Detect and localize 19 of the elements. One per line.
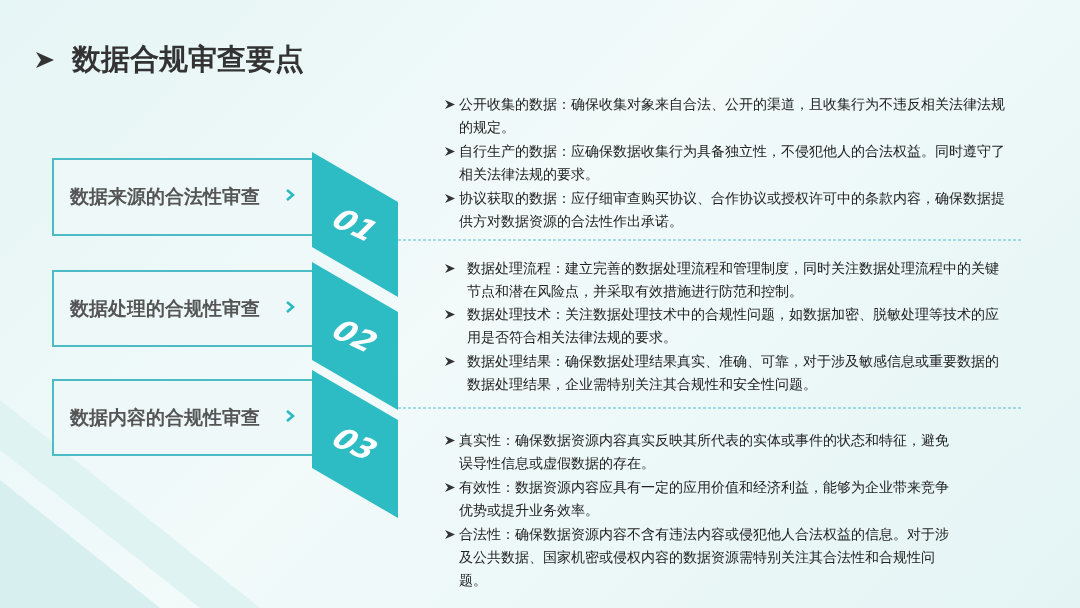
slide-title: 数据合规审查要点 [72, 41, 304, 78]
heading-box [52, 379, 314, 456]
bullet-text: 协议获取的数据：应仔细审查购买协议、合作协议或授权许可中的条款内容，确保数据提供方对数据资源的合法性作出承诺。 [459, 189, 1006, 231]
box-heading: 数据来源的合法性审查 [70, 184, 260, 209]
bullet-text: 数据处理结果：确保数据处理结果真实、准确、可靠，对于涉及敏感信息或重要数据的数据处理结果，企业需特别关注其合规性和安全性问题。 [467, 352, 1000, 394]
bullet-text: 数据处理技术：关注数据处理技术中的合规性问题，如数据加密、脱敏处理等技术的应用是否符合相关法律法规的要求。 [467, 305, 1000, 347]
bullet-text: 自行生产的数据：应确保数据收集行为具备独立性，不侵犯他人的合法权益。同时遵守了相关法律法规的要求。 [459, 142, 1006, 184]
box-heading: 数据内容的合规性审查 [70, 404, 260, 430]
heading-box [52, 158, 314, 236]
bullet-text: 合法性：确保数据资源内容不含有违法内容或侵犯他人合法权益的信息。对于涉及公共数据、国家机密或侵权内容的数据资源需特别关注其合法性和合规性问题。 [459, 525, 950, 590]
number-tab: 03 [312, 370, 398, 518]
heading-box [52, 270, 314, 347]
number-tab: 01 [312, 152, 398, 297]
bullet-text: 有效性：数据资源内容应具有一定的应用价值和经济利益，能够为企业带来竞争优势或提升业务效率。 [459, 478, 950, 520]
bullet-text: 真实性：确保数据资源内容真实反映其所代表的实体或事件的状态和特征，避免误导性信息或虚假数据的存在。 [459, 431, 950, 473]
bullet-text: 公开收集的数据：确保收集对象来自合法、公开的渠道，且收集行为不违反相关法律法规的规定。 [459, 95, 1006, 137]
number-tab: 02 [312, 262, 398, 410]
bullet-text: 数据处理流程：建立完善的数据处理流程和管理制度，同时关注数据处理流程中的关键节点和潜在风险点，并采取有效措施进行防范和控制。 [467, 259, 1000, 301]
box-heading: 数据处理的合规性审查 [70, 295, 260, 321]
